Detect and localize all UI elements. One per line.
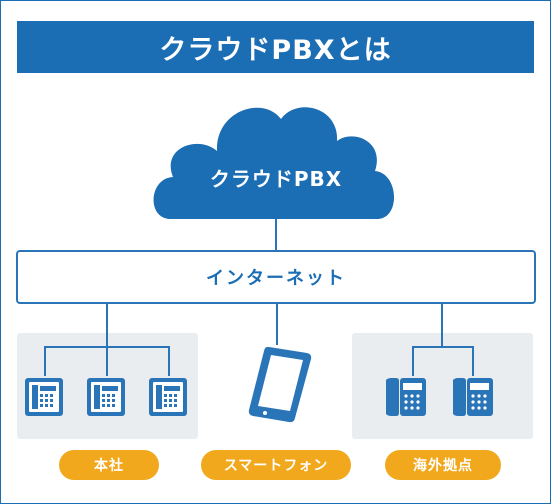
- overseas-office-panel: [352, 333, 533, 439]
- business-phone-icon: [453, 378, 493, 416]
- internet-label: インターネット: [206, 268, 346, 289]
- cloud-pbx-label: クラウドPBX: [209, 166, 343, 191]
- desk-phone-icon: [25, 378, 63, 416]
- head-office-label: 本社: [59, 450, 159, 480]
- desk-phone-icon: [149, 378, 187, 416]
- internet-box: インターネット: [16, 250, 536, 304]
- cloud-icon: [153, 107, 395, 219]
- overseas-office-label: 海外拠点: [385, 450, 501, 480]
- desk-phone-icon: [87, 378, 125, 416]
- smartphone-label: スマートフォン: [201, 450, 351, 480]
- smartphone-icon: [248, 346, 312, 423]
- business-phone-icon: [386, 378, 426, 416]
- head-office-bus: [44, 346, 170, 376]
- title-banner: クラウドPBXとは: [17, 21, 534, 73]
- overseas-bus: [412, 346, 474, 376]
